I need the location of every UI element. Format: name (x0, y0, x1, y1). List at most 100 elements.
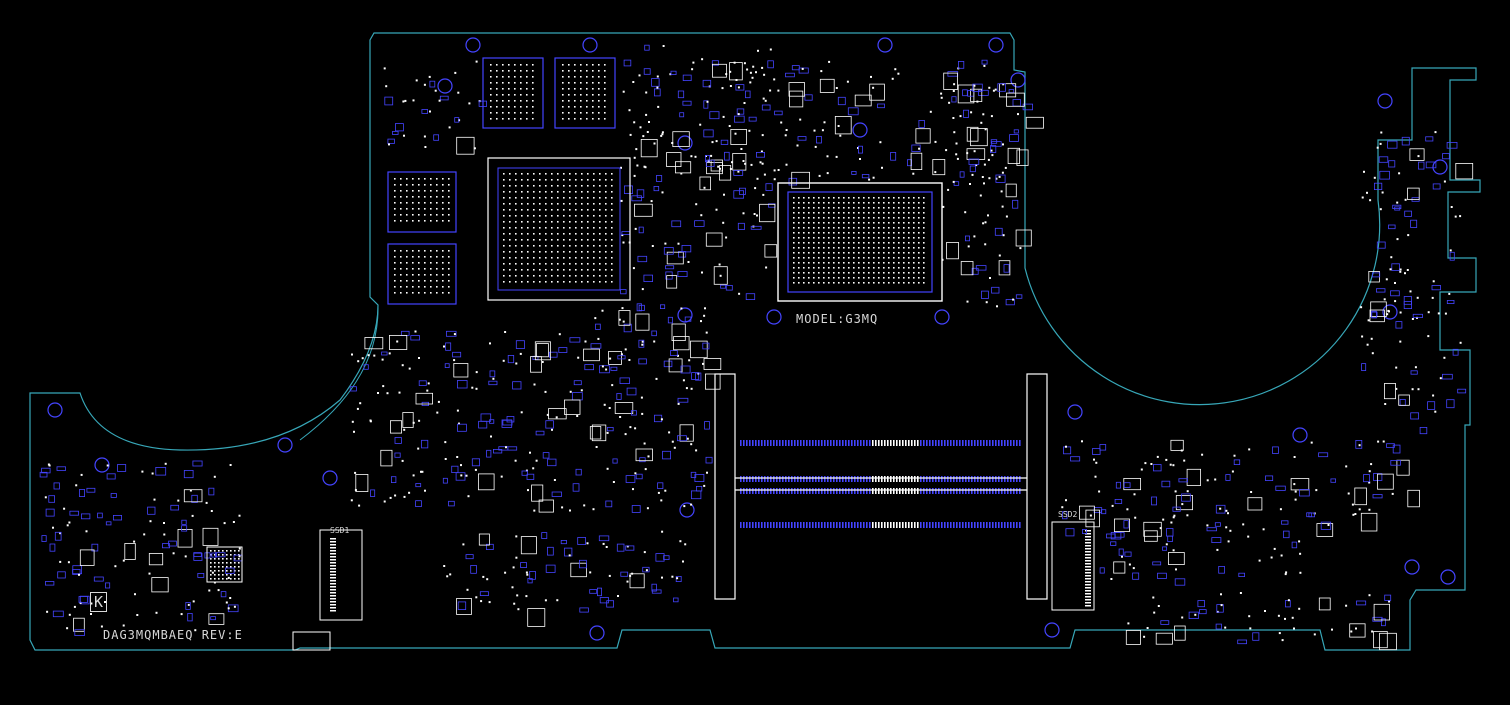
bga-ball (828, 252, 830, 254)
inductor (1155, 632, 1173, 645)
memory-ball (586, 100, 588, 102)
bga-ball (581, 239, 583, 241)
bga-ball (868, 272, 870, 274)
bga-ball (813, 277, 815, 279)
passive-component (1123, 482, 1131, 488)
memory-ball (568, 118, 570, 120)
dimm-contact (800, 522, 802, 528)
bga-ball (803, 247, 805, 249)
bga-ball (533, 251, 535, 253)
smd-pad (970, 111, 973, 114)
smd-pad (194, 629, 197, 632)
bga-ball (818, 247, 820, 249)
memory-ball (418, 250, 420, 252)
smd-pad (1431, 296, 1434, 299)
smd-pad (982, 113, 985, 116)
bga-ball (521, 185, 523, 187)
memory-ball (592, 82, 594, 84)
dimm-contact (1016, 440, 1018, 446)
passive-component (545, 564, 556, 573)
passive-component (415, 483, 422, 488)
memory-ball (406, 178, 408, 180)
inductor (1175, 495, 1194, 511)
bga-ball (853, 282, 855, 284)
passive-component (702, 342, 710, 350)
smd-pad (520, 411, 523, 414)
smd-pad (748, 129, 751, 132)
memory-ball (604, 64, 606, 66)
bga-ball (509, 269, 511, 271)
dimm-contact (845, 440, 847, 446)
bga-ball (611, 203, 613, 205)
inductor (583, 348, 600, 362)
smd-pad (1264, 610, 1266, 612)
smd-pad (699, 123, 702, 126)
passive-component (619, 377, 630, 384)
passive-component (53, 482, 60, 490)
memory-ball (448, 262, 450, 264)
passive-component (512, 381, 522, 390)
dimm-contact (740, 440, 742, 446)
dimm-contact (839, 488, 841, 494)
passive-component (1425, 136, 1434, 142)
bga-ball (828, 197, 830, 199)
bga-ball (873, 272, 875, 274)
bga-ball (898, 202, 900, 204)
bga-ball (557, 233, 559, 235)
passive-component (598, 535, 610, 542)
smd-pad (1146, 627, 1149, 629)
dimm-contact (839, 476, 841, 482)
bga-ball (581, 269, 583, 271)
dimm-contact (848, 476, 850, 482)
passive-component (677, 271, 688, 277)
bga-ball (793, 227, 795, 229)
smd-pad (995, 177, 998, 180)
dimm-contact (893, 522, 895, 528)
dimm-contact (938, 476, 940, 482)
smd-pad (647, 455, 650, 458)
dimm-contact (962, 476, 964, 482)
dimm-contact (851, 476, 853, 482)
ic-pad (214, 566, 216, 568)
bga-ball (813, 272, 815, 274)
bga-ball (843, 277, 845, 279)
bga-ball (569, 173, 571, 175)
bga-ball (605, 281, 607, 283)
bga-ball (913, 247, 915, 249)
bga-ball (823, 267, 825, 269)
passive-component (521, 470, 528, 476)
bga-ball (569, 245, 571, 247)
dimm-contact (908, 522, 910, 528)
bga-ball (833, 247, 835, 249)
bga-ball (545, 197, 547, 199)
smd-pad (752, 65, 755, 68)
dimm-contact (866, 522, 868, 528)
smd-pad (1358, 508, 1361, 511)
smd-pad (475, 60, 478, 63)
smd-pad (891, 77, 894, 80)
smd-pad (1443, 180, 1446, 183)
passive-component (1275, 485, 1286, 491)
smd-pad (1399, 340, 1402, 343)
memory-ball (394, 280, 396, 282)
smd-pad (761, 134, 764, 137)
ic-pad (214, 550, 216, 552)
bga-ball (509, 245, 511, 247)
dimm-contact (962, 522, 964, 528)
bga-ball (838, 272, 840, 274)
dimm-contact (767, 522, 769, 528)
bga-ball (563, 233, 565, 235)
smd-pad (759, 161, 762, 164)
bga-ball (823, 282, 825, 284)
memory-ball (430, 196, 432, 198)
bga-ball (873, 267, 875, 269)
smd-pad (653, 142, 656, 145)
ic-pad (218, 554, 220, 556)
smd-pad (1391, 492, 1394, 495)
smd-pad (63, 507, 66, 510)
bga-ball (569, 197, 571, 199)
bga-ball (858, 202, 860, 204)
smd-pad (814, 145, 817, 148)
smd-pad (1224, 626, 1227, 629)
bga-ball (569, 179, 571, 181)
